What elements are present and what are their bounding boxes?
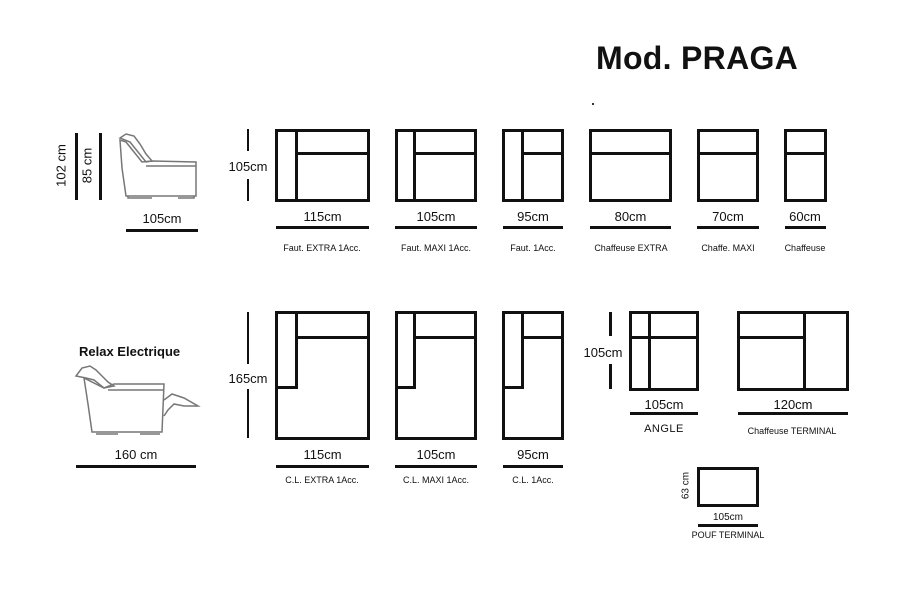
backrest-divider [521,336,564,339]
relax-label: Relax Electrique [79,344,181,359]
relax-depth-label: 160 cm [114,447,158,462]
module-width-label: 70cm [712,209,744,224]
armrest-divider [295,129,298,202]
module-width-line [590,226,671,229]
angle-height-line-upper [609,312,612,336]
relax-depth-line [76,465,196,468]
module-name: Chaffeuse EXTRA [594,243,668,253]
armrest-end [395,386,416,389]
relax-footrest [163,393,201,417]
armrest-divider [413,311,416,389]
module-plan-chaffeuse-terminal [737,311,849,391]
module-plan-chaffe-maxi [697,129,759,202]
module-name: Chaffeuse [784,243,826,253]
module-plan-cl-maxi [395,311,477,440]
sofa-side-body [119,138,197,197]
terminal-width-line [738,412,848,415]
module-plan-faut-1acc [502,129,564,202]
angle-horizontal-divider [629,336,699,339]
angle-vertical-divider [648,311,651,391]
module-name: Faut. 1Acc. [510,243,556,253]
dimension-line-height-total [75,133,78,200]
top-row-height: 105cm [228,159,268,174]
angle-height-line-lower [609,364,612,389]
module-name: C.L. EXTRA 1Acc. [285,475,359,485]
module-width-line [395,226,477,229]
module-width-label: 115cm [303,209,342,224]
module-width-line [395,465,477,468]
relax-side-profile [74,365,201,435]
dimension-height-total: 102 cm [53,144,69,187]
backrest-divider [589,152,672,155]
module-plan-angle [629,311,699,391]
relax-back [74,365,116,389]
backrest-divider [295,336,370,339]
module-name: Faut. EXTRA 1Acc. [283,243,361,253]
armrest-divider [413,129,416,202]
backrest-divider [295,152,370,155]
dimension-height-seat: 85 cm [79,147,95,184]
dimension-line-height-seat [99,133,102,200]
module-width-label: 115cm [303,447,342,462]
side-depth-label: 105cm [142,211,182,226]
module-width-label: 60cm [789,209,821,224]
armrest-end [275,386,298,389]
pouf-name: POUF TERMINAL [691,530,765,540]
model-title: Mod. PRAGA [596,40,799,76]
backrest-divider [697,152,759,155]
module-plan-faut-maxi [395,129,477,202]
relax-body [83,376,165,433]
module-width-line [697,226,759,229]
armrest-divider [521,311,524,389]
terminal-name: Chaffeuse TERMINAL [747,426,837,436]
module-name: Chaffe. MAXI [701,243,755,253]
backrest-divider [413,152,477,155]
module-width-label: 105cm [416,447,456,462]
top-height-line-lower [247,179,249,201]
armrest-divider [295,311,298,389]
side-depth-line [126,229,198,232]
sofa-side-back [118,133,154,163]
module-width-line [785,226,826,229]
module-width-label: 105cm [416,209,456,224]
pouf-width-label: 105cm [712,512,743,523]
angle-height: 105cm [583,345,623,360]
terminal-horizontal-divider [737,336,805,339]
module-width-line [276,226,369,229]
pouf-height: 63 cm [680,471,692,500]
backrest-divider [521,152,564,155]
module-plan-faut-extra [275,129,370,202]
module-plan-cl-1acc [502,311,564,440]
angle-width-line [630,412,698,415]
bottom-height-line-upper [247,312,249,364]
module-width-label: 95cm [517,447,549,462]
module-width-line [503,226,563,229]
terminal-width-label: 120cm [773,397,813,412]
module-width-label: 80cm [614,209,647,224]
bottom-height-line-lower [247,389,249,438]
angle-name: ANGLE [644,423,684,435]
module-plan-cl-extra [275,311,370,440]
module-name: Faut. MAXI 1Acc. [400,243,472,253]
module-plan-chaffeuse-extra [589,129,672,202]
module-width-line [276,465,369,468]
terminal-vertical-divider [803,311,806,391]
backrest-divider [784,152,827,155]
bottom-row-height: 165cm [228,371,268,386]
module-name: C.L. 1Acc. [512,475,554,485]
armrest-divider [521,129,524,202]
sofa-side-profile [118,133,197,199]
backrest-divider [413,336,477,339]
angle-width-label: 105cm [644,397,684,412]
module-width-line [503,465,563,468]
stray-dot [592,103,594,105]
armrest-end [502,386,524,389]
pouf-width-line [698,524,758,527]
module-plan-chaffeuse [784,129,827,202]
module-width-label: 95cm [517,209,549,224]
top-height-line-upper [247,129,249,151]
module-name: C.L. MAXI 1Acc. [402,475,470,485]
sofa-side-feet [127,196,195,199]
module-plan-pouf [697,467,759,507]
